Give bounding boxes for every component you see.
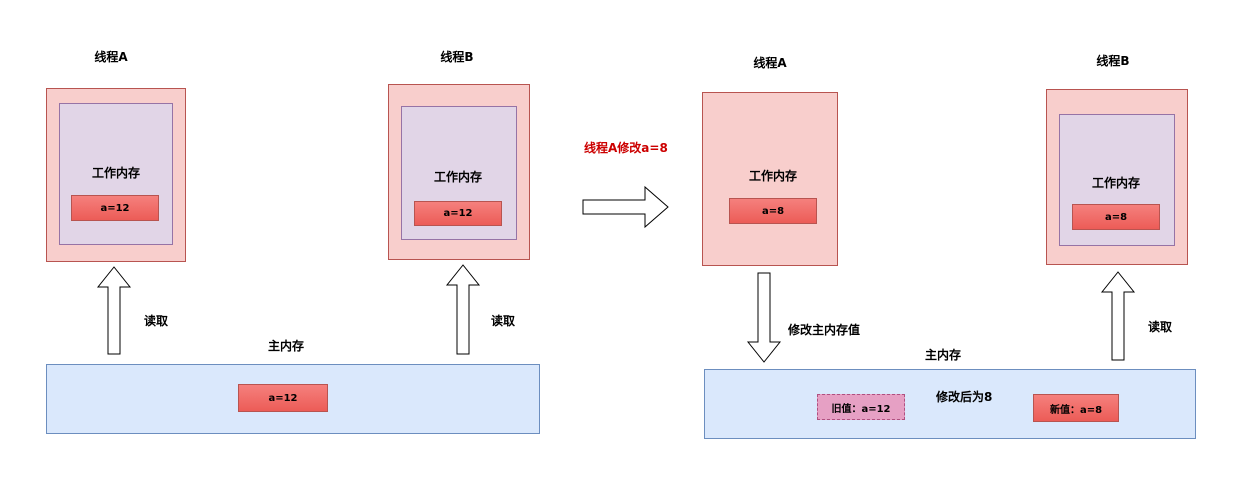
right-thread-a-title: 线程A bbox=[753, 56, 787, 70]
left-thread-a-value: a=12 bbox=[71, 195, 159, 221]
left-thread-a-workmem bbox=[59, 103, 173, 245]
right-main-old-value: 旧值：a=12 bbox=[817, 394, 905, 420]
right-thread-b-value: a=8 bbox=[1072, 204, 1160, 230]
left-read-b-label: 读取 bbox=[491, 314, 516, 328]
right-main-new-value: 新值：a=8 bbox=[1033, 394, 1119, 422]
right-thread-b-workmem-label: 工作内存 bbox=[1091, 176, 1141, 190]
left-main-title: 主内存 bbox=[267, 339, 305, 353]
right-main-title: 主内存 bbox=[924, 348, 962, 362]
left-read-a-label: 读取 bbox=[144, 314, 169, 328]
read-arrow-right-b bbox=[1100, 271, 1136, 361]
left-thread-b-title: 线程B bbox=[440, 50, 474, 64]
right-thread-a-box bbox=[702, 92, 838, 266]
transition-arrow bbox=[582, 185, 669, 229]
left-main-memory bbox=[46, 364, 540, 434]
right-change-label: 修改后为8 bbox=[936, 390, 993, 404]
right-thread-a-workmem-label: 工作内存 bbox=[748, 169, 798, 183]
right-thread-b-title: 线程B bbox=[1096, 54, 1130, 68]
left-main-value: a=12 bbox=[238, 384, 328, 412]
right-modify-label: 修改主内存值 bbox=[788, 323, 861, 337]
read-arrow-left-a bbox=[96, 266, 132, 355]
right-thread-a-value: a=8 bbox=[729, 198, 817, 224]
left-thread-b-value: a=12 bbox=[414, 201, 502, 226]
modify-arrow-right-a bbox=[746, 272, 782, 363]
left-thread-a-workmem-label: 工作内存 bbox=[91, 166, 141, 180]
read-arrow-left-b bbox=[445, 264, 481, 355]
left-thread-a-box bbox=[46, 88, 186, 262]
right-read-b-label: 读取 bbox=[1148, 320, 1173, 334]
left-thread-a-title: 线程A bbox=[94, 50, 128, 64]
left-thread-b-workmem-label: 工作内存 bbox=[433, 170, 483, 184]
transition-label: 线程A修改a=8 bbox=[584, 141, 668, 155]
